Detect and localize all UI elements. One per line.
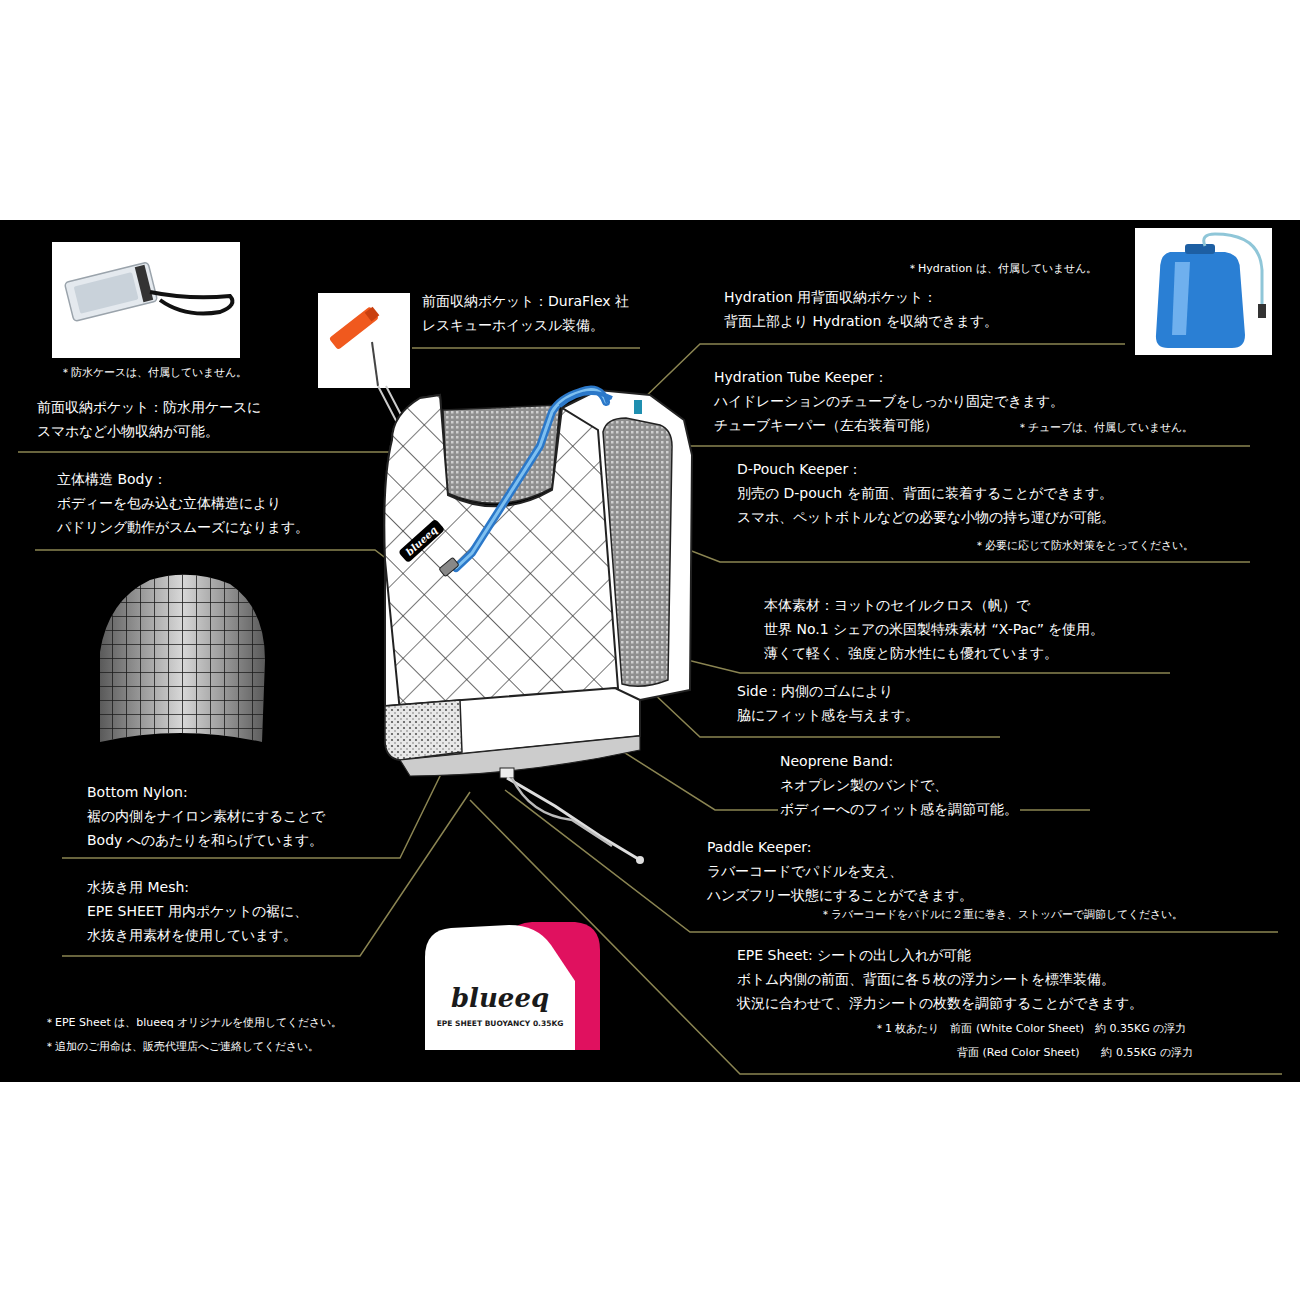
note-text: ＊チューブは、付属していません。	[1015, 419, 1195, 438]
note-text: ＊防水ケースは、付属していません。	[58, 364, 249, 383]
text-line: ＊1 枚あたり 前面 (White Color Sheet) 約 0.35KG …	[874, 1020, 1186, 1039]
text-line: ボディーへのフィット感を調節可能。	[780, 798, 1018, 822]
text-line: Bottom Nylon:	[87, 781, 188, 805]
text-line: 前面収納ポケット：防水用ケースに	[37, 396, 261, 420]
sheet-fill	[425, 925, 575, 1050]
text-line: Hydration 用背面収納ポケット：	[724, 286, 937, 310]
callout-heading: 水抜き用 Mesh:	[85, 876, 191, 900]
sheet-caption: EPE SHEET BUOYANCY 0.35KG	[437, 1019, 564, 1028]
callout-text: 背面上部より Hydration を収納できます。	[722, 310, 1000, 334]
callout-heading: Paddle Keeper:	[705, 836, 814, 860]
text-line: EPE Sheet: シートの出し入れが可能	[737, 944, 971, 968]
callout-text: ハイドレーションのチューブをしっかり固定できます。 チューブキーパー（左右装着可…	[712, 390, 1066, 438]
brand-logo: blueeq	[398, 519, 445, 563]
callout-text: EPE SHEET 用内ポケットの裾に、 水抜き用素材を使用しています。	[85, 900, 310, 948]
case-photo	[52, 242, 240, 358]
text-line: Side：内側のゴムにより	[737, 680, 919, 704]
note-text: ＊ラバーコードをパドルに２重に巻き、ストッパーで調節してください。	[818, 906, 1185, 925]
note-text: ＊1 枚あたり 前面 (White Color Sheet) 約 0.35KG …	[872, 1020, 1188, 1039]
text-line: ハイドレーションのチューブをしっかり固定できます。	[714, 390, 1064, 414]
text-line: 背面 (Red Color Sheet) 約 0.55KG の浮力	[957, 1044, 1193, 1063]
callout-heading: Hydration 用背面収納ポケット：	[722, 286, 939, 310]
mesh-cushion	[100, 575, 265, 742]
text-line: スマホ、ペットボトルなどの必要な小物の持ち運びが可能。	[737, 506, 1115, 530]
text-line: ＊追加のご用命は、販売代理店へご連絡してください。	[44, 1038, 319, 1057]
text-line: 脇にフィット感を与えます。	[737, 704, 919, 728]
text-line: blueeq	[403, 523, 440, 558]
hydration-photo	[1135, 228, 1272, 355]
text-line: ラバーコードでパドルを支え、	[707, 860, 973, 884]
text-line: 裾の内側をナイロン素材にすることで	[87, 805, 325, 829]
text-line: ボディーを包み込む立体構造により	[57, 492, 309, 516]
callout-heading: EPE Sheet: シートの出し入れが可能	[735, 944, 973, 968]
text-line: 世界 No.1 シェアの米国製特殊素材 “X-Pac” を使用。	[764, 618, 1105, 642]
callout-heading: Hydration Tube Keeper：	[712, 366, 890, 390]
note-text: ＊Hydration は、付属していません。	[905, 260, 1099, 279]
text-line: 別売の D-pouch を前面、背面に装着することができます。	[737, 482, 1115, 506]
leader-lines	[18, 344, 1282, 1074]
callout-heading: 立体構造 Body：	[55, 468, 169, 492]
callout-text: 裾の内側をナイロン素材にすることで Body へのあたりを和らげています。	[85, 805, 327, 853]
text-line: 立体構造 Body：	[57, 468, 167, 492]
text-line: 状況に合わせて、浮力シートの枚数を調節することができます。	[737, 992, 1143, 1016]
note-text: 背面 (Red Color Sheet) 約 0.55KG の浮力	[955, 1044, 1195, 1063]
callout-heading: Bottom Nylon:	[85, 781, 190, 805]
text-line: ＊EPE Sheet は、blueeq オリジナルを使用してください。	[44, 1014, 342, 1033]
text-line: スマホなど小物収納が可能。	[37, 420, 261, 444]
text-line: ＊必要に応じて防水対策をとってください。	[974, 537, 1194, 556]
callout-text: 前面収納ポケット：DuraFlex 社 レスキューホイッスル装備。	[420, 290, 631, 338]
epe-sheet: blueeqEPE SHEET BUOYANCY 0.35KG	[425, 925, 575, 1050]
note-text: ＊追加のご用命は、販売代理店へご連絡してください。	[42, 1038, 321, 1057]
text-line: チューブキーパー（左右装着可能）	[714, 414, 1064, 438]
text-line: パドリング動作がスムーズになります。	[57, 516, 309, 540]
text-line: D-Pouch Keeper：	[737, 458, 862, 482]
text-line: ＊ラバーコードをパドルに２重に巻き、ストッパーで調節してください。	[820, 906, 1183, 925]
text-line: 背面上部より Hydration を収納できます。	[724, 310, 998, 334]
text-line: ボトム内側の前面、背面に各５枚の浮力シートを標準装備。	[737, 968, 1143, 992]
brand-logo: blueeq	[451, 983, 549, 1013]
text-line: ＊Hydration は、付属していません。	[907, 260, 1097, 279]
text-line: 前面収納ポケット：DuraFlex 社	[422, 290, 629, 314]
text-line: Paddle Keeper:	[707, 836, 812, 860]
callout-text: 本体素材：ヨットのセイルクロス（帆）で 世界 No.1 シェアの米国製特殊素材 …	[762, 594, 1107, 665]
text-line: 水抜き用素材を使用しています。	[87, 924, 308, 948]
text-line: ＊チューブは、付属していません。	[1017, 419, 1193, 438]
black-panel	[0, 220, 1300, 1082]
callout-heading: Neoprene Band:	[778, 750, 895, 774]
text-line: ＊防水ケースは、付属していません。	[60, 364, 247, 383]
callout-text: Side：内側のゴムにより 脇にフィット感を与えます。	[735, 680, 921, 728]
callout-text: 前面収納ポケット：防水用ケースに スマホなど小物収納が可能。	[35, 396, 263, 444]
text-line: Body へのあたりを和らげています。	[87, 829, 325, 853]
note-text: ＊EPE Sheet は、blueeq オリジナルを使用してください。	[42, 1014, 344, 1033]
text-line: 水抜き用 Mesh:	[87, 876, 189, 900]
text-line: EPE SHEET 用内ポケットの裾に、	[87, 900, 308, 924]
callout-text: ボトム内側の前面、背面に各５枚の浮力シートを標準装備。 状況に合わせて、浮力シー…	[735, 968, 1145, 1016]
text-line: ハンズフリー状態にすることができます。	[707, 884, 973, 908]
callout-text: ボディーを包み込む立体構造により パドリング動作がスムーズになります。	[55, 492, 311, 540]
callout-text: ラバーコードでパドルを支え、 ハンズフリー状態にすることができます。	[705, 860, 975, 908]
text-line: 薄くて軽く、強度と防水性にも優れています。	[764, 642, 1105, 666]
callout-text: ネオプレン製のバンドで、 ボディーへのフィット感を調節可能。	[778, 774, 1020, 822]
text-line: ネオプレン製のバンドで、	[780, 774, 1018, 798]
callout-heading: D-Pouch Keeper：	[735, 458, 864, 482]
text-line: 本体素材：ヨットのセイルクロス（帆）で	[764, 594, 1105, 618]
callout-text: 別売の D-pouch を前面、背面に装着することができます。 スマホ、ペットボ…	[735, 482, 1117, 530]
text-line: Hydration Tube Keeper：	[714, 366, 888, 390]
text-line: Neoprene Band:	[780, 750, 893, 774]
text-line: レスキューホイッスル装備。	[422, 314, 629, 338]
vest-illustration	[384, 390, 692, 864]
note-text: ＊必要に応じて防水対策をとってください。	[972, 537, 1196, 556]
